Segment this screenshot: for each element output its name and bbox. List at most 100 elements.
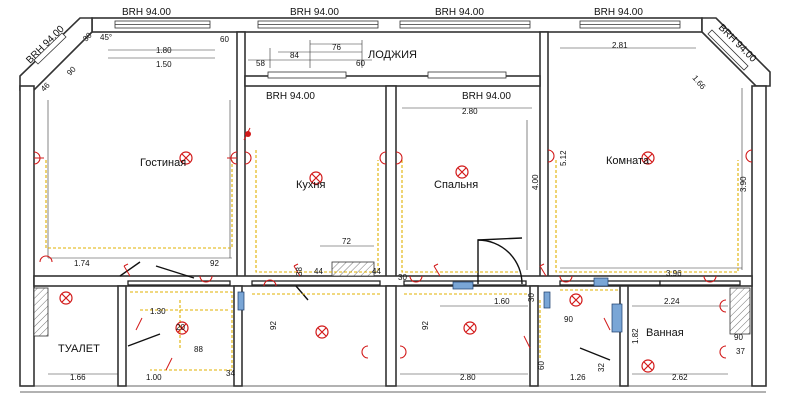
dim-label: 37 [736,347,745,356]
switch-icon [523,335,531,349]
dim-label: 92 [210,259,219,268]
switch-icon [293,263,301,277]
loggia-dimensions [108,40,372,68]
room-label-toilet: ТУАЛЕТ [58,343,100,355]
lamp-icon [59,291,73,305]
dim-label: 3.96 [666,269,682,278]
dim-label: 88 [194,345,203,354]
lamp-icon [179,151,193,165]
dim-label: 76 [332,43,341,52]
room-label-room: Комната [606,155,650,167]
dim-label: 90 [564,315,573,324]
dim-label: 1.50 [156,60,172,69]
switch-icon [603,317,611,331]
lamp-icon [175,321,189,335]
socket-icon [39,255,53,263]
socket-icon [409,275,423,283]
switch-icon [123,263,131,277]
ceiling-lamps [59,151,655,373]
switch-icon [539,263,547,277]
socket-icon [33,151,44,165]
dim-label: 2.24 [664,297,680,306]
switch-boxes [237,277,623,333]
lamp-icon [569,293,583,307]
dim-label: 45° [100,33,112,42]
dim-label: 44 [314,267,323,276]
inner-dimensions [47,47,743,375]
windows [33,20,749,79]
dim-label: 84 [290,51,299,60]
lamp-icon [641,359,655,373]
switch-icon [243,127,251,141]
dim-label: 44 [372,267,381,276]
switches [123,127,611,371]
dim-label: 1.66 [70,373,86,382]
room-label-bath: Ванная [646,327,684,339]
room-label-loggia: ЛОДЖИЯ [368,49,417,61]
socket-icon [361,345,369,359]
dim-label: 30 [398,273,407,282]
dim-label: 60 [356,59,365,68]
interior-walls [33,31,753,387]
room-labels: Гостиная Кухня Спальня Комната ЛОДЖИЯ ТУ… [58,49,684,355]
dim-label: 72 [342,237,351,246]
brh-label: BRH 94.00 [290,7,339,18]
dim-label: 60 [537,361,546,370]
socket-icon [703,275,717,283]
socket-icon [559,275,573,283]
lamp-icon [641,151,655,165]
dim-label: 1.60 [494,297,510,306]
doors [119,237,611,361]
dim-label: 1.80 [156,46,172,55]
socket-icon [199,275,213,283]
sockets [33,149,753,359]
room-label-kitchen: Кухня [296,179,325,191]
dim-label: 1.00 [146,373,162,382]
switch-icon [165,357,173,371]
brh-label: BRH 94.00 [435,7,484,18]
socket-icon [547,149,555,163]
socket-icon [263,279,277,287]
dim-label: 1.30 [150,307,166,316]
brh-label: BRH 94.00 [266,91,315,102]
dim-label: 2.80 [460,373,476,382]
switch-icon [135,317,143,331]
socket-icon [395,151,403,165]
lamp-icon [315,325,329,339]
dim-label: 1.26 [570,373,586,382]
brh-label: BRH 94.00 [594,7,643,18]
dim-label: 2.81 [612,41,628,50]
brh-label: BRH 94.00 [462,91,511,102]
room-label-living: Гостиная [140,157,186,169]
wiring [45,150,739,371]
socket-icon [244,151,252,165]
dim-label: 90 [734,333,743,342]
dim-label: 5.12 [559,150,568,166]
lamp-icon [455,165,469,179]
socket-icon [719,345,727,359]
socket-icon [719,299,727,313]
dim-label: 2.80 [462,107,478,116]
dim-label: 92 [269,321,278,330]
dim-label: 34 [226,369,235,378]
dim-label: 4.00 [531,174,540,190]
dim-label: 90 [65,64,78,77]
socket-icon [379,151,387,165]
brh-label: BRH 94.00 [122,7,171,18]
dim-label: 20 [176,323,185,332]
socket-icon [745,149,753,163]
dim-label: 60 [220,35,229,44]
dim-label: 2.62 [672,373,688,382]
lamp-icon [463,321,477,335]
dim-label: 58 [256,59,265,68]
dim-label: 32 [597,363,606,372]
socket-icon [227,151,238,165]
room-label-bedroom: Спальня [434,179,478,191]
socket-icon [399,345,407,359]
switch-icon [433,263,441,277]
dim-label: 3.90 [739,176,748,192]
dim-label: 30 [527,293,536,302]
radiators [127,280,741,286]
dim-label: 1.74 [74,259,90,268]
